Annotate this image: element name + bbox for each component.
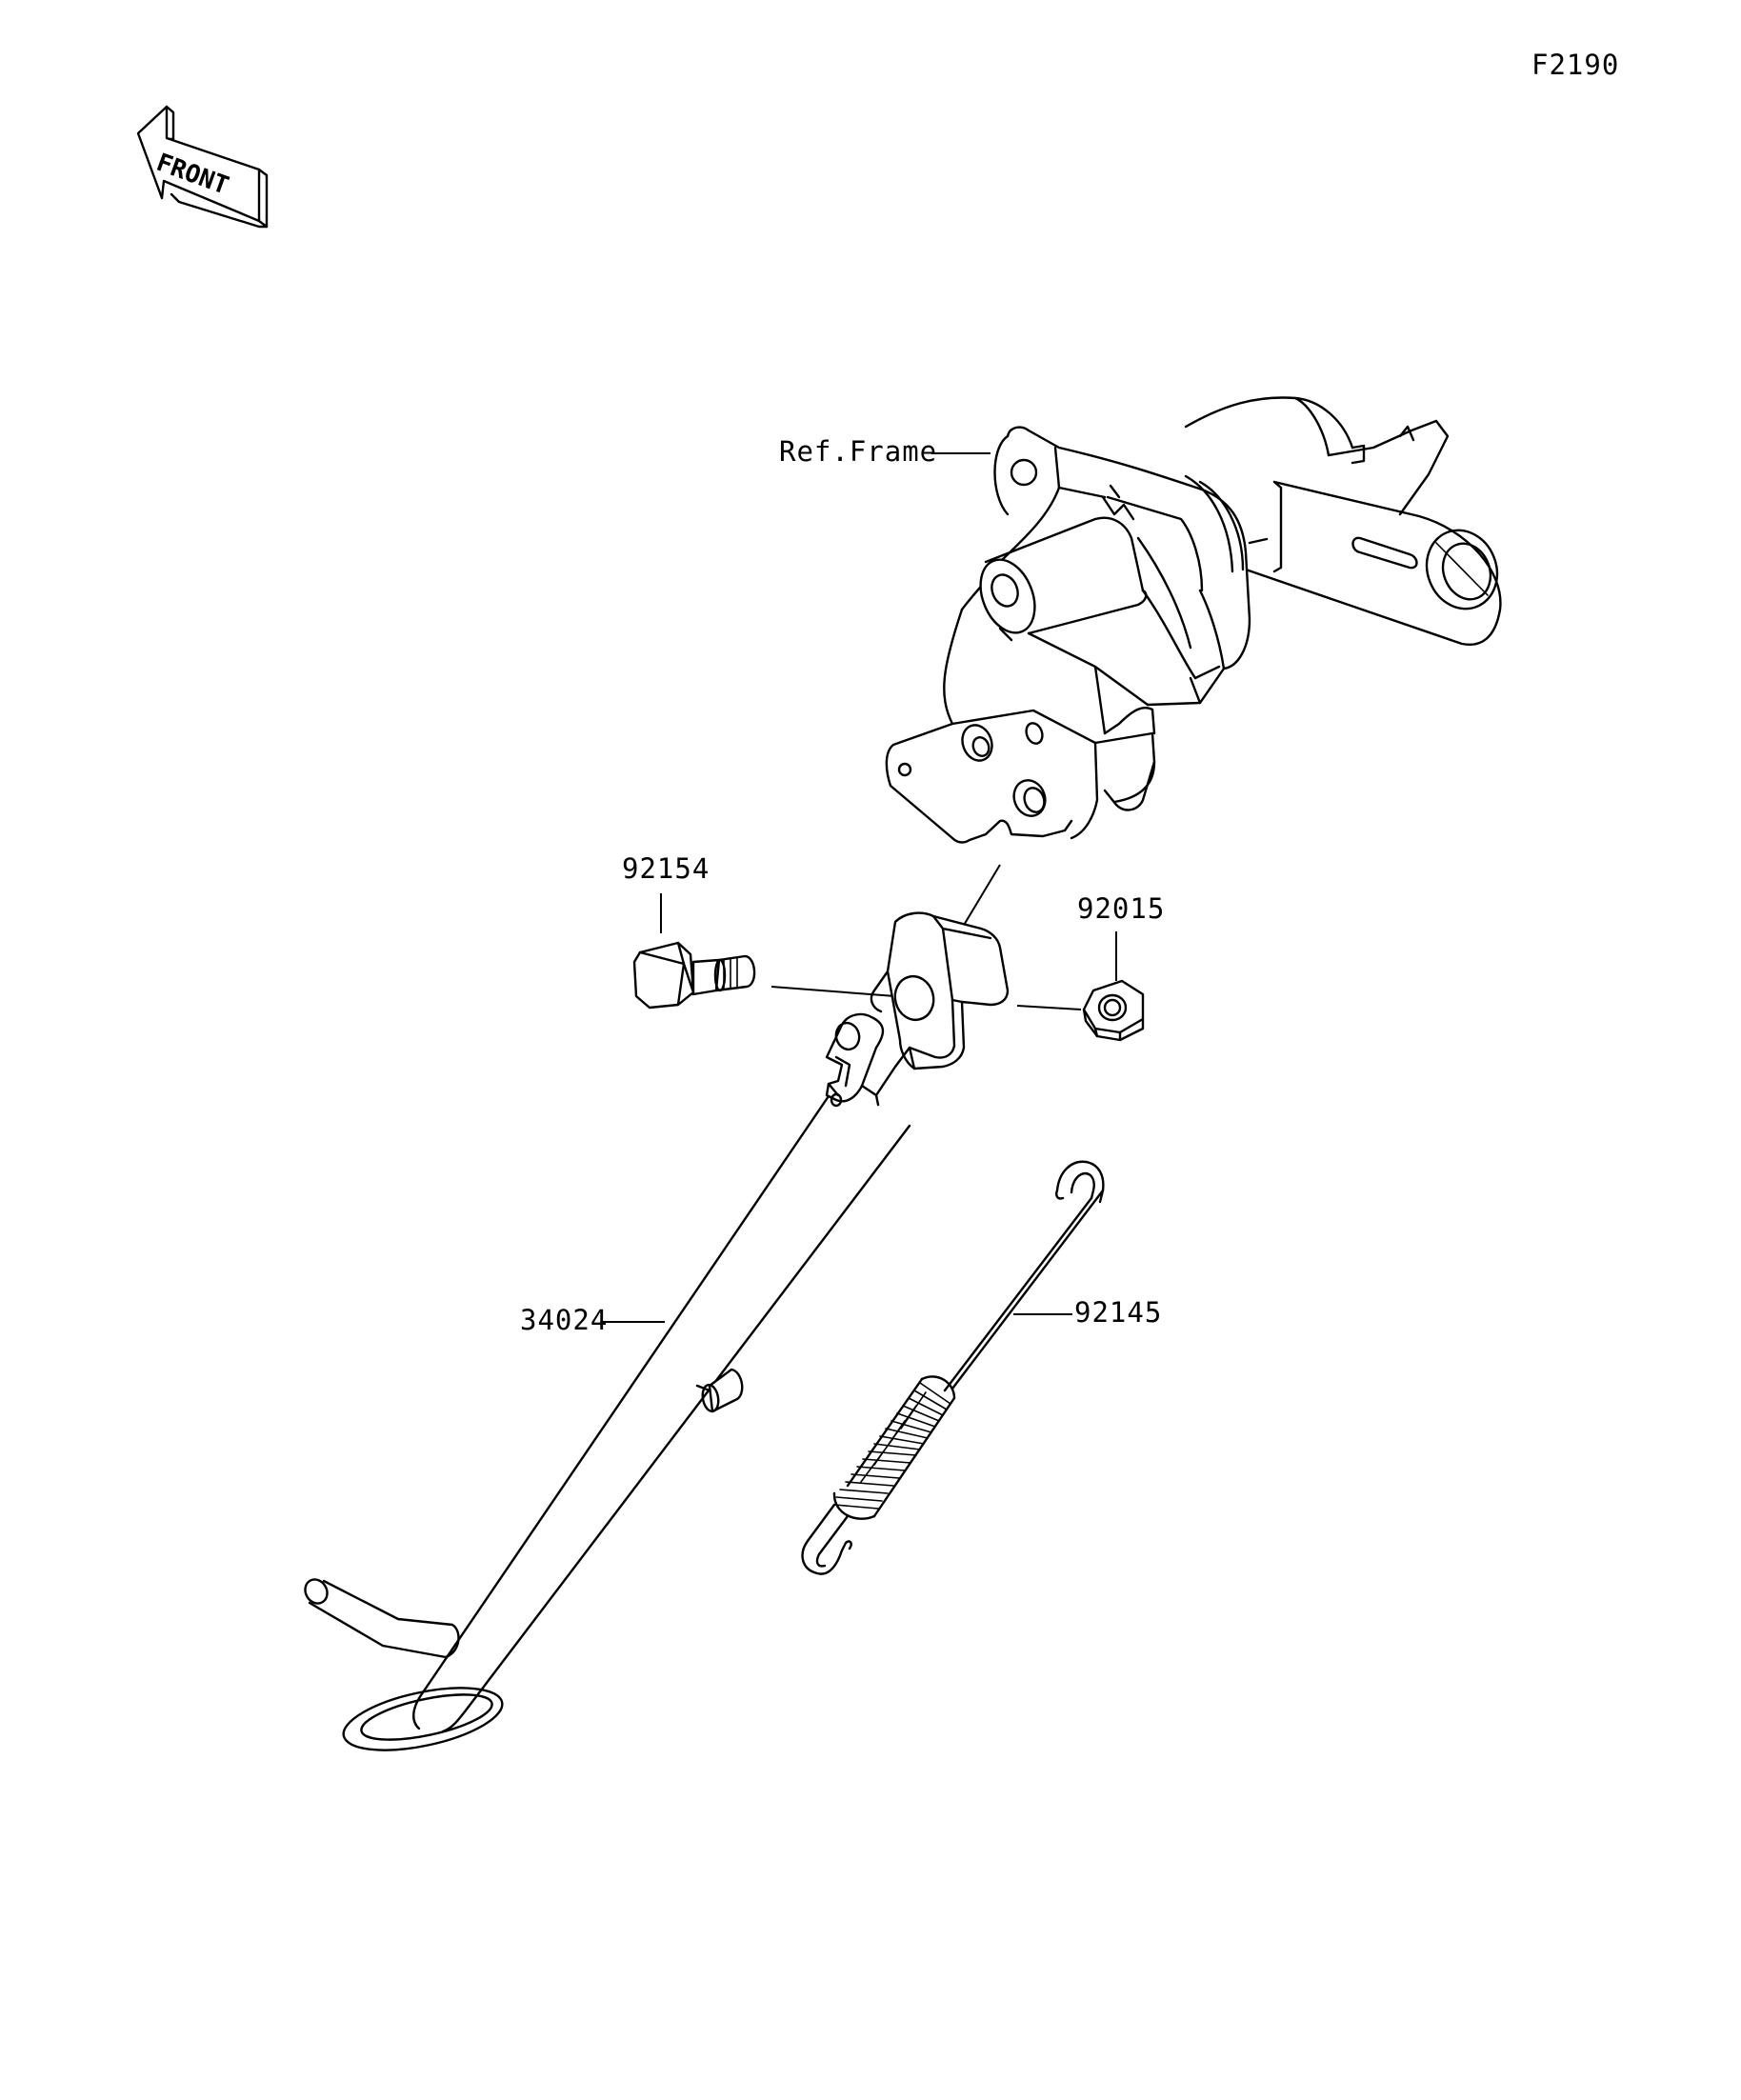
- stand-label: 34024: [520, 1304, 608, 1336]
- frame-bracket: [885, 396, 1502, 844]
- pivot-nut: 92015: [1016, 892, 1165, 1042]
- diagram-code: F2190: [1531, 49, 1619, 81]
- pivot-bolt: 92154: [622, 852, 896, 1010]
- spring-coils: [832, 1375, 956, 1520]
- return-spring: [801, 1160, 1105, 1575]
- side-stand: [304, 911, 1010, 1751]
- spring-label: 92145: [1074, 1296, 1162, 1329]
- nut-label: 92015: [1077, 892, 1165, 925]
- front-arrow-icon: FRONT: [136, 105, 269, 229]
- bolt-label: 92154: [622, 852, 710, 885]
- frame-label: Ref.Frame: [779, 435, 937, 468]
